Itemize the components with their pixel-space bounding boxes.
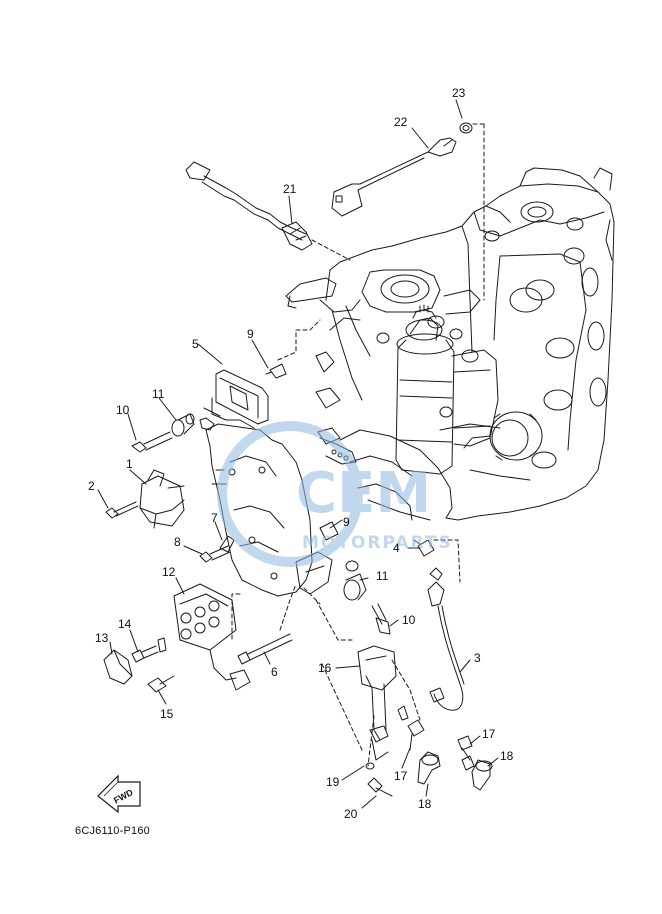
callout-11-lower: 11: [376, 569, 389, 583]
callout-leaders: [97, 99, 499, 809]
bolt-10-upper: [131, 431, 173, 453]
bolt-20: [367, 777, 393, 797]
cap-13: [103, 649, 133, 685]
bolt-10-lower: [371, 603, 391, 635]
clip-7: [219, 535, 235, 553]
callout-14: 14: [118, 617, 132, 631]
o-ring: [459, 122, 473, 134]
starter-motor: [395, 304, 499, 475]
ignition-coil: [139, 469, 185, 529]
bolt-2: [105, 501, 139, 519]
long-bolt-6: [237, 633, 293, 665]
callout-9-lower: 9: [343, 515, 350, 529]
sensor-cable: [185, 161, 313, 251]
drawing-code: 6CJ6110-P160: [75, 825, 150, 837]
bolt-14: [131, 637, 167, 663]
callout-3: 3: [474, 651, 481, 665]
callout-13: 13: [95, 631, 109, 645]
grommet-11-lower: [343, 560, 367, 601]
callout-10-lower: 10: [402, 613, 416, 627]
screw-8: [199, 545, 231, 563]
boot-18-left: [417, 751, 441, 785]
boot-18-right: [471, 759, 493, 791]
callout-15: 15: [160, 707, 174, 721]
callout-21: 22: [394, 115, 408, 129]
callout-10-upper: 10: [116, 403, 130, 417]
callout-17-left: 17: [394, 769, 408, 783]
callout-12: 12: [162, 565, 176, 579]
bolt-9-lower: [319, 521, 339, 541]
ground-cable: [427, 567, 465, 711]
screw-17-left: [397, 705, 425, 751]
callout-18-left: 18: [418, 797, 432, 811]
oil-filter: [463, 411, 543, 461]
svg-text:CEM: CEM: [296, 461, 431, 526]
leader-lines: [231, 123, 485, 767]
cdi-unit: [199, 369, 269, 431]
rectifier-regulator: [173, 583, 251, 691]
callout-17-right: 17: [482, 727, 496, 741]
bolt-4: [413, 539, 435, 557]
fwd-arrow-icon: FWD: [97, 774, 141, 814]
callout-5: 5: [192, 337, 199, 351]
callout-11-upper: 11: [152, 387, 165, 401]
callout-7: 7: [211, 511, 218, 525]
callout-19: 19: [326, 775, 340, 789]
watermark-logo: CEM MOTORPARTS: [217, 421, 453, 567]
callout-22: 23: [452, 86, 466, 100]
svg-text:MOTORPARTS: MOTORPARTS: [302, 533, 453, 553]
callout-6: 6: [271, 665, 278, 679]
callout-2: 2: [88, 479, 95, 493]
bolt-15: [147, 675, 175, 693]
callout-9-upper: 9: [247, 327, 254, 341]
sensor-lead: [331, 137, 457, 217]
callout-8: 8: [174, 535, 181, 549]
grommet-11-upper: [171, 413, 195, 437]
callout-23: 21: [283, 182, 297, 196]
washer-19: [365, 762, 375, 770]
callout-1: 1: [126, 457, 133, 471]
callout-4: 4: [393, 541, 400, 555]
callout-16: 16: [318, 661, 332, 675]
screw-17-right: [457, 735, 475, 771]
callout-18-right: 18: [500, 749, 514, 763]
connector-holder: [357, 645, 397, 761]
bolt-9-upper: [265, 363, 287, 379]
callout-20: 20: [344, 807, 358, 821]
